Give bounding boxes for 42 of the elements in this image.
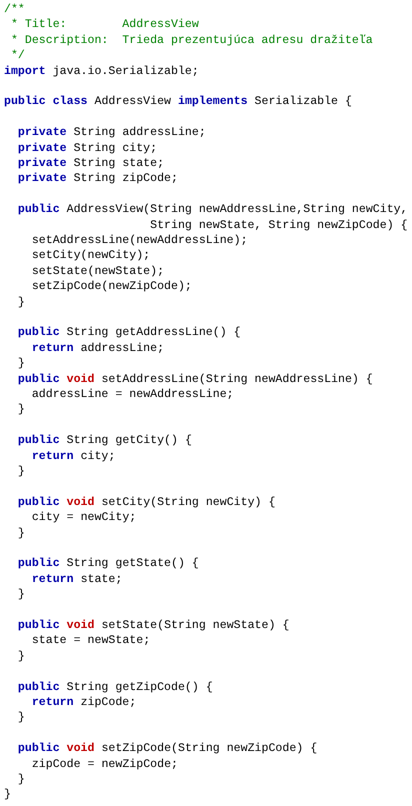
code-line: public String getZipCode() {: [16, 680, 213, 695]
code-line: public void setAddressLine(String newAddressLine) {: [16, 372, 373, 387]
code-line: public void setCity(String newCity) {: [16, 496, 276, 510]
code-line: /**: [4, 3, 25, 17]
code-line: import java.io.Serializable;: [4, 64, 199, 79]
code-line: }: [4, 788, 11, 802]
code-line: }: [16, 773, 25, 787]
code-line: }: [16, 526, 25, 541]
code-line: String newState, String newZipCode) {: [149, 218, 408, 233]
code-line: public String getAddressLine() {: [16, 326, 241, 340]
code-line: private String state;: [16, 157, 164, 171]
code-line: public AddressView(String newAddressLine,String newCity,: [16, 203, 408, 218]
code-line: setCity(newCity);: [30, 249, 150, 264]
code-line: return zipCode;: [30, 696, 136, 710]
code-line: * Description: Trieda prezentujúca adresu dražiteľa: [10, 34, 373, 48]
code-line: return state;: [30, 572, 122, 587]
code-line: public void setZipCode(String newZipCode) {: [16, 742, 318, 756]
code-line: public class AddressView implements Serializable {: [4, 95, 352, 110]
code-line: private String addressLine;: [16, 126, 206, 140]
code-line: setZipCode(newZipCode);: [30, 280, 192, 294]
code-line: return city;: [30, 450, 116, 464]
code-line: }: [16, 650, 25, 664]
code-line: }: [16, 357, 25, 372]
code-line: addressLine = newAddressLine;: [30, 388, 234, 402]
code-line: * Title: AddressView: [10, 18, 199, 32]
code-line: }: [16, 296, 25, 310]
code-line: }: [16, 588, 25, 602]
code-line: zipCode = newZipCode;: [30, 758, 178, 772]
code-line: }: [16, 403, 25, 418]
code-line: setState(newState);: [30, 264, 164, 279]
code-line: private String zipCode;: [16, 172, 178, 186]
code-line: city = newCity;: [30, 511, 136, 526]
code-line: }: [16, 711, 25, 726]
code-line: setAddressLine(newAddressLine);: [30, 234, 248, 248]
code-line: state = newState;: [30, 634, 150, 648]
code-line: public String getState() {: [16, 557, 199, 572]
code-line: */: [10, 49, 25, 64]
code-line: private String city;: [16, 142, 158, 156]
code-line: }: [16, 465, 25, 479]
code-line: public String getCity() {: [16, 434, 192, 448]
code-line: return addressLine;: [30, 342, 164, 356]
code-line: public void setState(String newState) {: [16, 619, 290, 633]
